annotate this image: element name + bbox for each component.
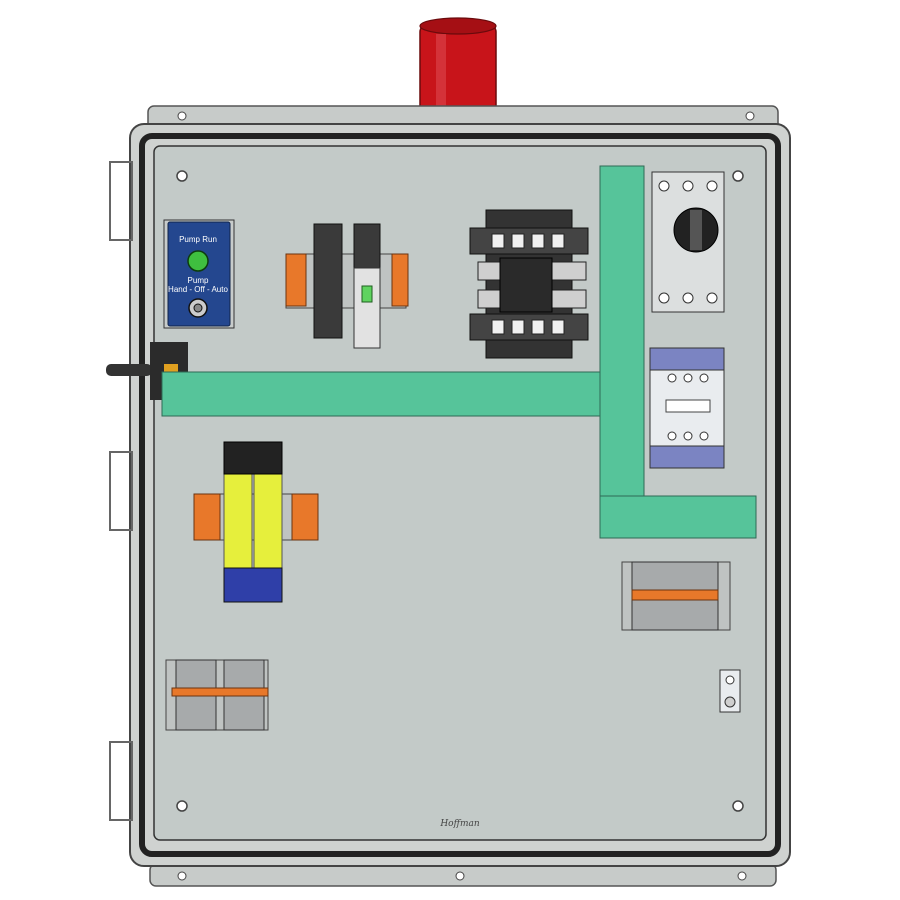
pump-run-indicator — [187, 250, 209, 272]
pump-label: Pump — [188, 276, 209, 285]
mode-label: Hand - Off - Auto — [168, 285, 228, 294]
control-transformer — [469, 209, 589, 359]
door-hinges — [109, 161, 133, 821]
terminal-block-right — [621, 561, 731, 631]
dual-relay-module — [193, 441, 319, 603]
contactor — [649, 347, 725, 469]
terminal-block-left — [165, 659, 269, 731]
brand-logo: Hoffman — [439, 819, 480, 829]
ground-lug — [719, 669, 741, 713]
hand-off-auto-switch: Pump Run Pump Hand - Off - Auto — [163, 219, 235, 329]
pump-run-label: Pump Run — [179, 235, 217, 244]
terminal-relay-module — [285, 223, 409, 349]
motor-protector — [651, 171, 725, 313]
wire-duct — [161, 165, 757, 539]
